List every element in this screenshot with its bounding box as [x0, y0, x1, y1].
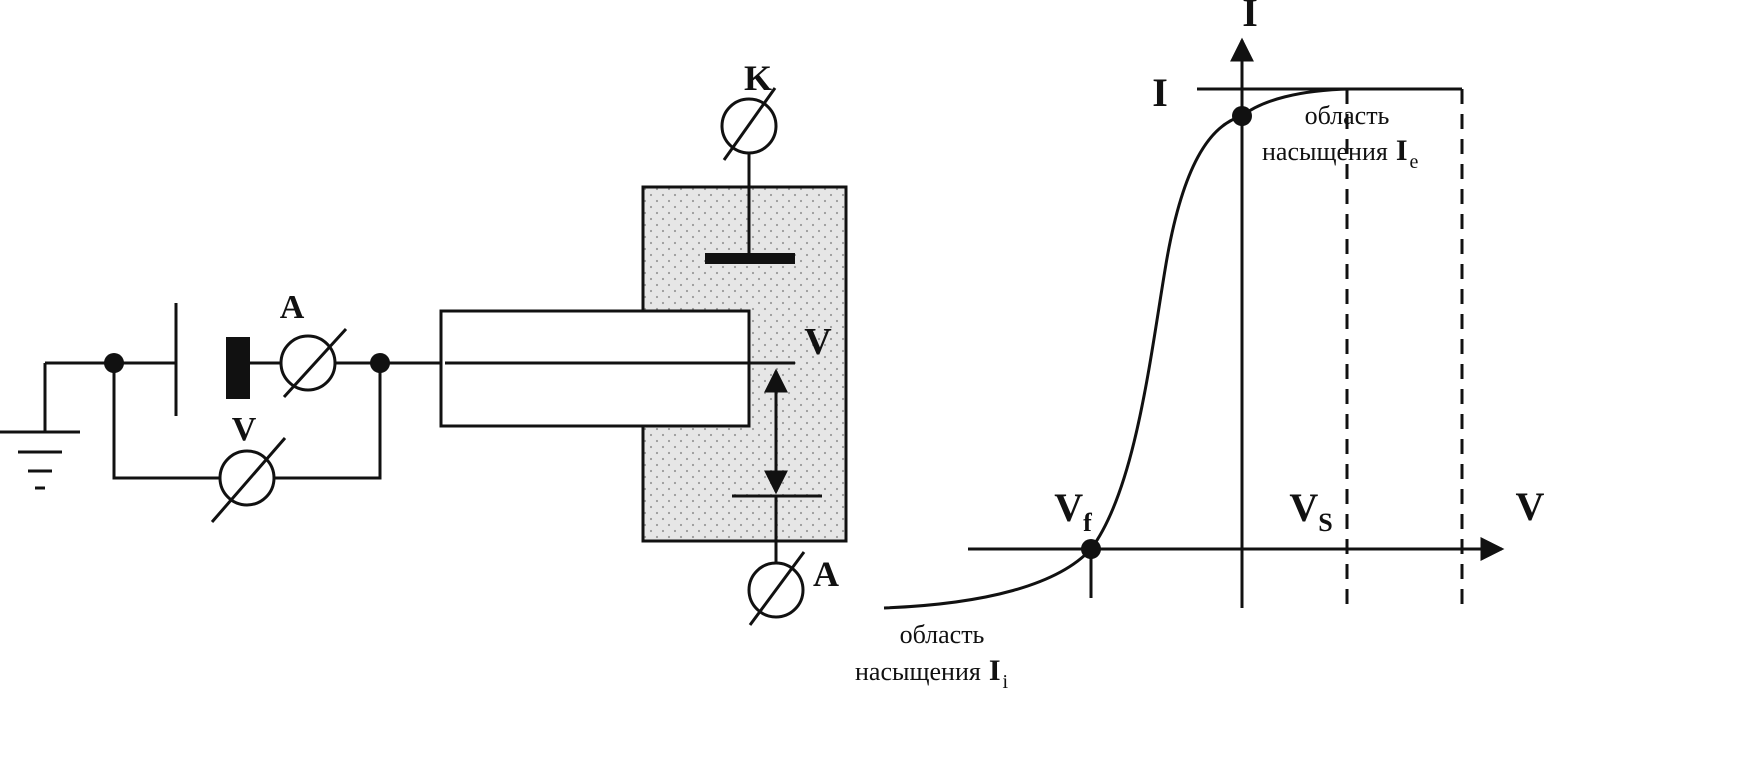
ion-saturation-line1: область [900, 620, 985, 649]
plasma-potential-subscript: S [1318, 508, 1332, 537]
probe-holder [439, 309, 751, 428]
ammeter-label: A [280, 289, 305, 326]
voltmeter-branch [112, 363, 382, 480]
floating-potential-subscript: f [1083, 508, 1092, 537]
circuit-diagram: A V K A V [0, 58, 848, 626]
current-point [1232, 106, 1252, 126]
battery-icon [174, 303, 250, 416]
ground-icon [0, 363, 80, 490]
floating-potential-point [1081, 539, 1101, 559]
voltmeter-icon [210, 437, 287, 523]
electron-saturation-line1: область [1305, 101, 1390, 130]
voltmeter-label: V [232, 411, 257, 448]
anode-meter-icon [747, 551, 806, 626]
probe-voltage-label: V [804, 321, 832, 363]
iv-curve-line [883, 87, 1351, 610]
cathode-label: K [744, 58, 772, 98]
anode-ammeter-label: A [813, 554, 839, 594]
x-axis-label: V [1516, 484, 1545, 529]
current-marker-label: I [1152, 70, 1168, 115]
plasma-potential-label: VS [1289, 485, 1332, 537]
cathode-plate [705, 253, 795, 264]
y-axis-label: I [1242, 0, 1258, 35]
ammeter-icon [279, 327, 348, 399]
cathode-meter-icon [720, 87, 778, 161]
floating-potential-label: Vf [1054, 485, 1092, 537]
